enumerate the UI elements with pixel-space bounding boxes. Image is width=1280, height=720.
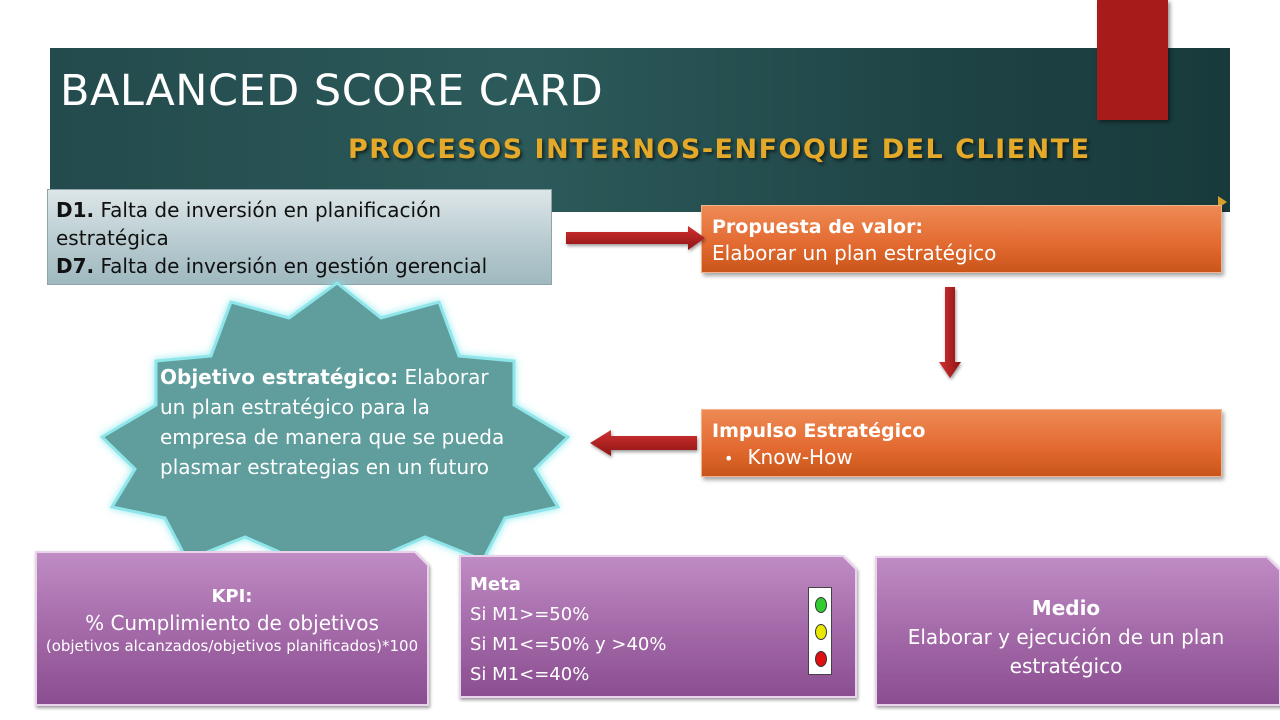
objetivo-body: Elaborar un plan estratégico para la emp… — [160, 365, 505, 479]
medio-box-shape — [875, 556, 1280, 706]
debilidades-box: D1. Falta de inversión en planificación … — [47, 189, 552, 285]
arrow-left — [590, 430, 697, 456]
kpi-line2: (objetivos alcanzados/objetivos planific… — [45, 637, 419, 655]
objetivo-estrategico-text: Objetivo estratégico: Elaborar un plan e… — [160, 362, 520, 482]
propuesta-heading: Propuesta de valor: — [712, 216, 924, 238]
kpi-box: KPI: % Cumplimiento de objetivos (objeti… — [36, 584, 428, 656]
arrow-right — [566, 226, 705, 250]
page-title: BALANCED SCORE CARD — [60, 66, 604, 116]
arrow-down — [939, 287, 961, 378]
impulso-bullet: Know-How — [724, 444, 1211, 472]
d1-code: D1. — [56, 198, 95, 222]
meta-line-1: Si M1>=50% — [470, 604, 590, 625]
meta-box: Meta Si M1>=50% Si M1<=50% y >40% Si M1<… — [470, 570, 667, 690]
red-light — [815, 651, 827, 667]
meta-line-2: Si M1<=50% y >40% — [470, 634, 667, 655]
d7-code: D7. — [56, 254, 95, 278]
triangle-icon — [1218, 196, 1227, 208]
impulso-estrategico-box: Impulso Estratégico Know-How — [701, 409, 1222, 477]
kpi-box-shape — [35, 551, 429, 706]
kpi-heading: KPI: — [211, 586, 253, 607]
page-subtitle: PROCESOS INTERNOS-ENFOQUE DEL CLIENTE — [348, 134, 1091, 165]
green-light — [815, 597, 827, 613]
meta-heading: Meta — [470, 574, 521, 595]
objetivo-heading: Objetivo estratégico: — [160, 365, 399, 389]
medio-box: Medio Elaborar y ejecución de un plan es… — [876, 594, 1256, 681]
header-banner — [50, 48, 1230, 212]
propuesta-valor-box: Propuesta de valor: Elaborar un plan est… — [701, 205, 1222, 273]
medio-text: Elaborar y ejecución de un plan estratég… — [907, 625, 1225, 678]
propuesta-text: Elaborar un plan estratégico — [712, 241, 997, 265]
yellow-light — [815, 624, 827, 640]
meta-line-3: Si M1<=40% — [470, 664, 590, 685]
d1-text: Falta de inversión en planificación estr… — [56, 198, 442, 250]
meta-box-shape — [459, 555, 857, 698]
kpi-line1: % Cumplimiento de objetivos — [85, 611, 379, 635]
medio-heading: Medio — [1031, 596, 1101, 620]
impulso-heading: Impulso Estratégico — [712, 420, 926, 442]
traffic-light-icon — [808, 587, 832, 675]
d7-text: Falta de inversión en gestión gerencial — [100, 254, 488, 278]
red-accent-tab — [1097, 0, 1168, 120]
